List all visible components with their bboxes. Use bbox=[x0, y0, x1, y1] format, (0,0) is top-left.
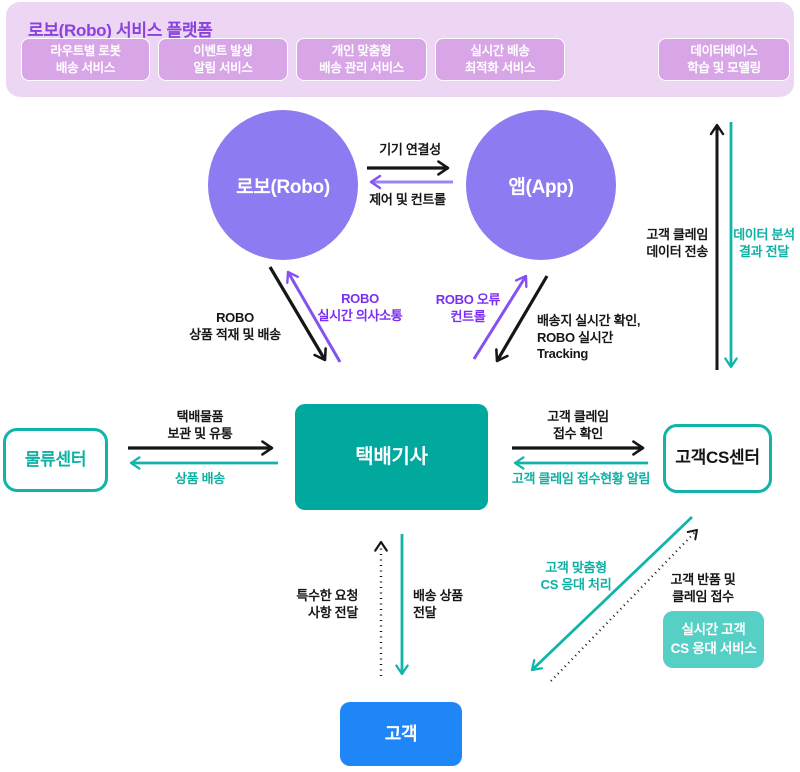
label-analysis-result: 데이터 분석 결과 전달 bbox=[733, 227, 795, 259]
label-returns-claims: 고객 반품 및 클레임 접수 bbox=[670, 572, 736, 604]
label-claim-check: 고객 클레임 접수 확인 bbox=[547, 409, 609, 441]
label-special-request: 특수한 요청 사항 전달 bbox=[296, 588, 358, 620]
service-box-route-delivery: 라우트별 로봇 배송 서비스 bbox=[21, 38, 150, 81]
label-storage: 택배물품 보관 및 유통 bbox=[167, 409, 233, 441]
label-robo-comm: ROBO 실시간 의사소통 bbox=[317, 291, 403, 323]
label-custom-cs: 고객 맞춤형 CS 응대 처리 bbox=[540, 560, 612, 592]
node-courier: 택배기사 bbox=[295, 404, 488, 510]
platform-title: 로보(Robo) 서비스 플랫폼 bbox=[28, 21, 213, 40]
node-robo: 로보(Robo) bbox=[208, 110, 358, 260]
node-realtime-cs-service: 실시간 고객 CS 응대 서비스 bbox=[663, 611, 764, 668]
platform-banner: 로보(Robo) 서비스 플랫폼 라우트별 로봇 배송 서비스 이벤트 발생 알… bbox=[6, 2, 794, 97]
node-cs-center: 고객CS센터 bbox=[663, 424, 772, 493]
node-logistics-center: 물류센터 bbox=[3, 428, 108, 492]
label-product-delivery: 상품 배송 bbox=[175, 471, 225, 486]
label-tracking: 배송지 실시간 확인, ROBO 실시간 Tracking bbox=[537, 313, 641, 362]
node-app: 앱(App) bbox=[466, 110, 616, 260]
label-claim-status: 고객 클레임 접수현황 알림 bbox=[511, 471, 651, 486]
service-box-realtime-optimize: 실시간 배송 최적화 서비스 bbox=[435, 38, 565, 81]
label-claim-data: 고객 클레임 데이터 전송 bbox=[646, 227, 708, 259]
label-robo-loading: ROBO 상품 적재 및 배송 bbox=[189, 310, 281, 342]
label-control: 제어 및 컨트롤 bbox=[369, 192, 446, 207]
node-customer: 고객 bbox=[340, 702, 462, 766]
service-box-personalized: 개인 맞춤형 배송 관리 서비스 bbox=[296, 38, 427, 81]
service-box-event-alert: 이벤트 발생 알림 서비스 bbox=[158, 38, 288, 81]
label-deliver-goods: 배송 상품 전달 bbox=[413, 588, 463, 620]
service-box-database-modeling: 데이터베이스 학습 및 모델링 bbox=[658, 38, 790, 81]
label-device-connectivity: 기기 연결성 bbox=[379, 142, 441, 157]
label-robo-error: ROBO 오류 컨트롤 bbox=[435, 292, 501, 324]
